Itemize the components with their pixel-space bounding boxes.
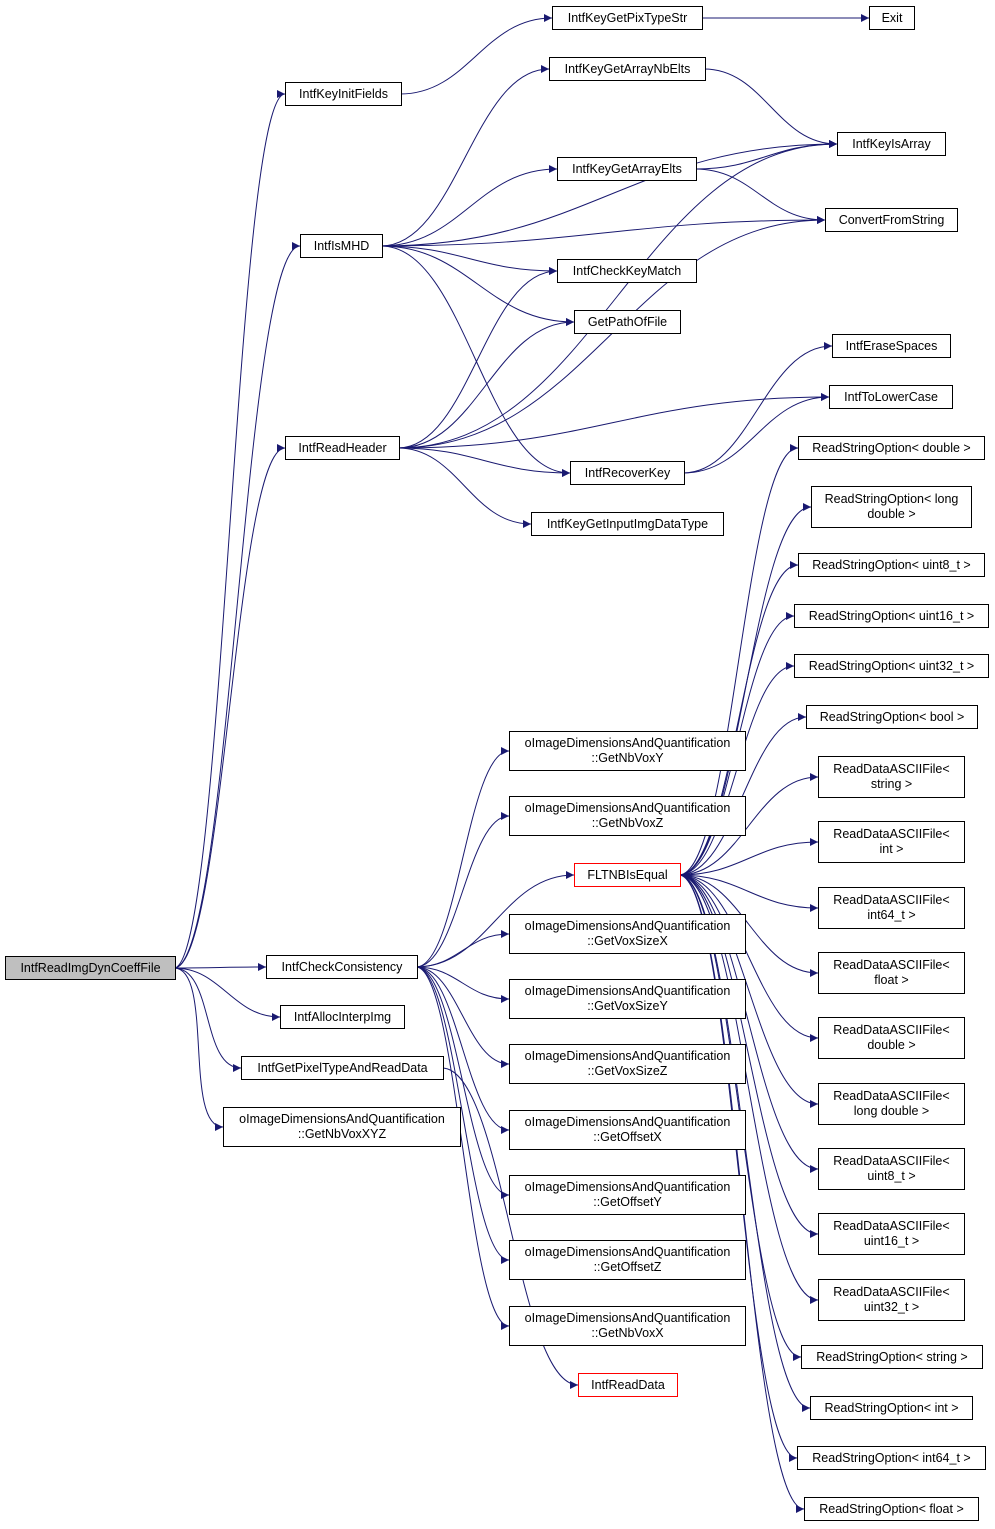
edge-root-to-isMHD — [173, 242, 301, 969]
edge-fltnbIsEqual-to-rdaUint32 — [678, 874, 819, 1304]
edge-checkConsistency-to-getVoxSizeY — [415, 966, 510, 1003]
edge-isMHD-to-keyGetArrayElts — [380, 165, 558, 247]
node-get-offset-z[interactable]: oImageDimensionsAndQuantification::GetOf… — [509, 1240, 746, 1280]
edge-recoverKey-to-eraseSpaces — [682, 342, 833, 474]
edge-fltnbIsEqual-to-rdaString — [678, 773, 819, 876]
edge-recoverKey-to-toLowerCase — [682, 393, 830, 474]
edge-fltnbIsEqual-to-rdaUint8 — [678, 874, 819, 1173]
node-check-key-match[interactable]: IntfCheckKeyMatch — [557, 259, 697, 283]
node-to-lower-case[interactable]: IntfToLowerCase — [829, 385, 953, 409]
node-exit[interactable]: Exit — [869, 6, 915, 30]
node-key-get-input-img-data-type[interactable]: IntfKeyGetInputImgDataType — [531, 512, 724, 536]
node-rda-long-double[interactable]: ReadDataASCIIFile<long double > — [818, 1083, 965, 1125]
edge-fltnbIsEqual-to-rdaInt — [678, 838, 819, 876]
node-rso-int64[interactable]: ReadStringOption< int64_t > — [797, 1446, 986, 1470]
node-convert-from-string[interactable]: ConvertFromString — [825, 208, 958, 232]
node-get-pixel-type-and-read-data[interactable]: IntfGetPixelTypeAndReadData — [241, 1056, 444, 1080]
node-get-nb-vox-x[interactable]: oImageDimensionsAndQuantification::GetNb… — [509, 1306, 746, 1346]
node-check-consistency[interactable]: IntfCheckConsistency — [266, 955, 418, 979]
node-get-vox-size-y[interactable]: oImageDimensionsAndQuantification::GetVo… — [509, 979, 746, 1019]
edge-keyInitFields-to-keyGetPixTypeStr — [399, 14, 553, 95]
edge-root-to-allocInterpImg — [173, 967, 281, 1021]
node-rso-int[interactable]: ReadStringOption< int > — [810, 1396, 973, 1420]
node-key-get-pix-type-str[interactable]: IntfKeyGetPixTypeStr — [552, 6, 703, 30]
node-get-vox-size-z[interactable]: oImageDimensionsAndQuantification::GetVo… — [509, 1044, 746, 1084]
node-rso-uint16[interactable]: ReadStringOption< uint16_t > — [794, 604, 989, 628]
node-rda-int[interactable]: ReadDataASCIIFile<int > — [818, 821, 965, 863]
edge-checkConsistency-to-getVoxSizeX — [415, 930, 510, 968]
edge-checkConsistency-to-getNbVoxX — [415, 966, 510, 1330]
edge-fltnbIsEqual-to-rdaInt64 — [678, 874, 819, 912]
node-get-offset-x[interactable]: oImageDimensionsAndQuantification::GetOf… — [509, 1110, 746, 1150]
edge-readHeader-to-keyIsArray — [397, 140, 838, 449]
node-get-offset-y[interactable]: oImageDimensionsAndQuantification::GetOf… — [509, 1175, 746, 1215]
node-read-data[interactable]: IntfReadData — [578, 1373, 678, 1397]
edge-isMHD-to-keyIsArray — [380, 140, 838, 247]
node-get-nb-vox-z[interactable]: oImageDimensionsAndQuantification::GetNb… — [509, 796, 746, 836]
edge-readHeader-to-checkKeyMatch — [397, 267, 558, 449]
node-fltnb-is-equal[interactable]: FLTNBIsEqual — [574, 863, 681, 887]
edge-root-to-getNbVoxXYZ — [173, 967, 224, 1131]
edge-readHeader-to-keyGetInputImgDataType — [397, 447, 532, 528]
edge-root-to-keyInitFields — [173, 90, 286, 969]
node-erase-spaces[interactable]: IntfEraseSpaces — [832, 334, 951, 358]
edge-readHeader-to-toLowerCase — [397, 393, 830, 449]
edge-root-to-checkConsistency — [173, 963, 267, 972]
node-alloc-interp-img[interactable]: IntfAllocInterpImg — [280, 1005, 405, 1029]
edge-isMHD-to-keyGetArrayNbElts — [380, 65, 550, 247]
edge-fltnbIsEqual-to-rdaDouble — [678, 874, 819, 1042]
edge-isMHD-to-convertFromString — [380, 216, 826, 247]
node-get-nb-vox-y[interactable]: oImageDimensionsAndQuantification::GetNb… — [509, 731, 746, 771]
node-rda-uint32[interactable]: ReadDataASCIIFile<uint32_t > — [818, 1279, 965, 1321]
edge-fltnbIsEqual-to-rsoInt64 — [678, 874, 798, 1462]
node-root[interactable]: IntfReadImgDynCoeffFile — [5, 956, 176, 980]
edge-checkConsistency-to-getNbVoxZ — [415, 812, 510, 968]
edge-isMHD-to-checkKeyMatch — [380, 245, 558, 275]
node-rso-double[interactable]: ReadStringOption< double > — [798, 436, 985, 460]
node-rda-double[interactable]: ReadDataASCIIFile<double > — [818, 1017, 965, 1059]
node-rso-uint8[interactable]: ReadStringOption< uint8_t > — [798, 553, 985, 577]
node-rda-string[interactable]: ReadDataASCIIFile<string > — [818, 756, 965, 798]
node-get-nb-vox-xyz[interactable]: oImageDimensionsAndQuantification::GetNb… — [223, 1107, 461, 1147]
edge-keyGetArrayElts-to-keyIsArray — [694, 140, 838, 170]
edge-keyGetArrayNbElts-to-keyIsArray — [703, 68, 838, 148]
node-rso-uint32[interactable]: ReadStringOption< uint32_t > — [794, 654, 989, 678]
node-recover-key[interactable]: IntfRecoverKey — [570, 461, 685, 485]
node-key-get-array-elts[interactable]: IntfKeyGetArrayElts — [557, 157, 697, 181]
node-key-is-array[interactable]: IntfKeyIsArray — [837, 132, 946, 156]
node-rda-int64[interactable]: ReadDataASCIIFile<int64_t > — [818, 887, 965, 929]
node-rda-float[interactable]: ReadDataASCIIFile<float > — [818, 952, 965, 994]
node-rso-float[interactable]: ReadStringOption< float > — [804, 1497, 979, 1521]
node-is-mhd[interactable]: IntfIsMHD — [300, 234, 383, 258]
node-rso-bool[interactable]: ReadStringOption< bool > — [806, 705, 978, 729]
edge-readHeader-to-getPathOfFile — [397, 318, 575, 449]
edge-checkConsistency-to-getNbVoxY — [415, 747, 510, 968]
edge-fltnbIsEqual-to-rdaUint16 — [678, 874, 819, 1238]
edge-checkConsistency-to-getOffsetX — [415, 966, 510, 1134]
edge-fltnbIsEqual-to-rdaFloat — [678, 874, 819, 977]
edge-checkConsistency-to-getOffsetZ — [415, 966, 510, 1264]
node-read-header[interactable]: IntfReadHeader — [285, 436, 400, 460]
edge-fltnbIsEqual-to-rdaLongDouble — [678, 874, 819, 1108]
node-rda-uint8[interactable]: ReadDataASCIIFile<uint8_t > — [818, 1148, 965, 1190]
edge-root-to-readHeader — [173, 444, 286, 969]
edge-getPixelTypeAndReadData-to-readData — [441, 1067, 579, 1389]
node-get-vox-size-x[interactable]: oImageDimensionsAndQuantification::GetVo… — [509, 914, 746, 954]
edge-root-to-getPixelTypeAndReadData — [173, 967, 242, 1072]
edge-isMHD-to-getPathOfFile — [380, 245, 575, 326]
edge-readHeader-to-convertFromString — [397, 216, 826, 449]
node-rso-string[interactable]: ReadStringOption< string > — [801, 1345, 983, 1369]
edge-fltnbIsEqual-to-rsoDouble — [678, 444, 799, 876]
edge-isMHD-to-recoverKey — [380, 245, 571, 477]
node-key-get-array-nb-elts[interactable]: IntfKeyGetArrayNbElts — [549, 57, 706, 81]
node-rda-uint16[interactable]: ReadDataASCIIFile<uint16_t > — [818, 1213, 965, 1255]
edge-readHeader-to-recoverKey — [397, 447, 571, 477]
edge-checkConsistency-to-getVoxSizeZ — [415, 966, 510, 1068]
node-get-path-of-file[interactable]: GetPathOfFile — [574, 310, 681, 334]
edge-fltnbIsEqual-to-rsoUint8 — [678, 561, 799, 876]
node-key-init-fields[interactable]: IntfKeyInitFields — [285, 82, 402, 106]
edge-keyGetArrayElts-to-convertFromString — [694, 168, 826, 224]
